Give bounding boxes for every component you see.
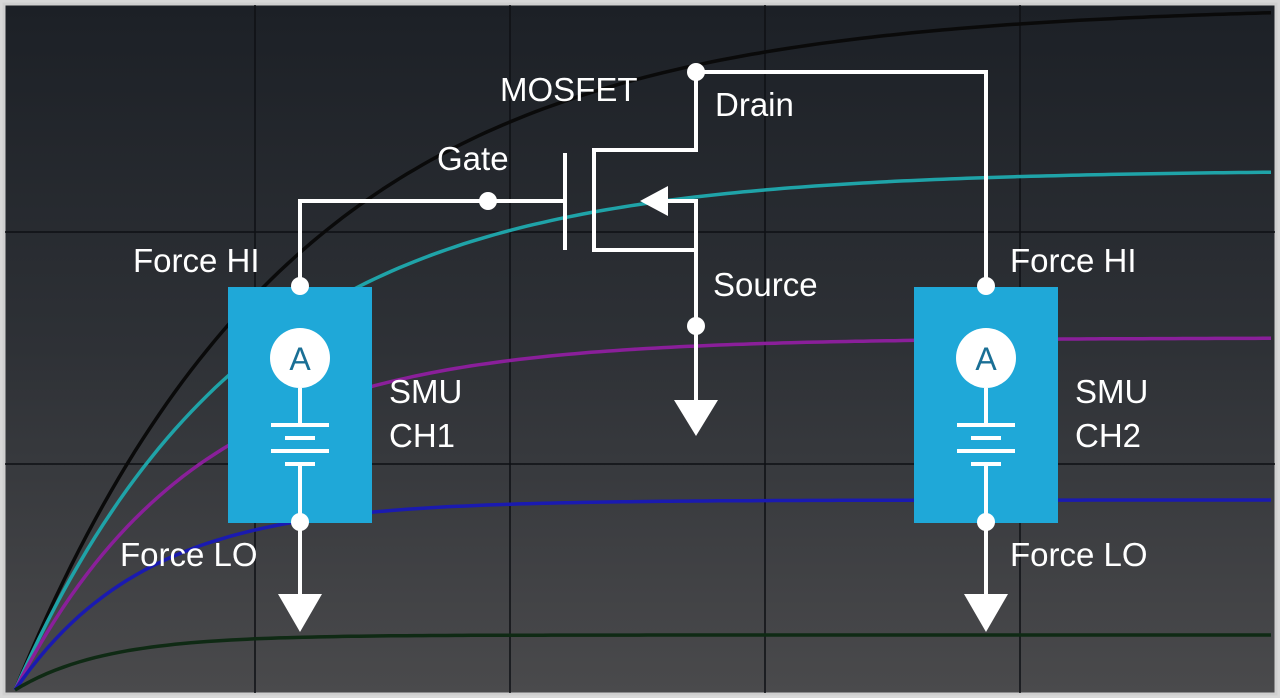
background-curves [13, 10, 1272, 692]
background-curve [13, 498, 1271, 692]
background-curve [13, 336, 1271, 691]
background-grid [5, 5, 1275, 693]
left-force-lo-label: Force LO [120, 536, 258, 573]
smu2-label-line1: SMU [1075, 373, 1148, 410]
smu-ch1: A [228, 277, 372, 632]
force-hi-node [977, 277, 995, 295]
right-force-hi-label: Force HI [1010, 242, 1137, 279]
gate-label: Gate [437, 140, 509, 177]
force-hi-node [291, 277, 309, 295]
gate-wire [298, 199, 565, 286]
left-force-hi-label: Force HI [133, 242, 260, 279]
background-curve [13, 10, 1272, 691]
ammeter-label: A [975, 341, 997, 377]
ground-arrow-icon [278, 594, 322, 632]
ground-arrow-icon [964, 594, 1008, 632]
arrow-icon [640, 186, 668, 216]
mosfet-label: MOSFET [500, 71, 638, 108]
ammeter-label: A [289, 341, 311, 377]
source-label: Source [713, 266, 818, 303]
mosfet-symbol [298, 70, 988, 400]
gate-node [479, 192, 497, 210]
right-force-lo-label: Force LO [1010, 536, 1148, 573]
background-curve [14, 633, 1271, 692]
drain-node [687, 63, 705, 81]
smu1-label-line2: CH1 [389, 417, 455, 454]
force-lo-node [977, 513, 995, 531]
ammeter-icon [956, 328, 1016, 388]
smu1-label-line1: SMU [389, 373, 462, 410]
drain-label: Drain [715, 86, 794, 123]
source-node [687, 317, 705, 335]
source-body-wire [665, 199, 698, 250]
force-lo-node [291, 513, 309, 531]
background-curve [13, 170, 1272, 691]
smu-ch2: A [914, 277, 1058, 632]
smu2-label-line2: CH2 [1075, 417, 1141, 454]
ammeter-icon [270, 328, 330, 388]
ground-arrow-icon [674, 400, 718, 436]
channel-wire [592, 72, 698, 326]
drain-wire [696, 70, 988, 286]
